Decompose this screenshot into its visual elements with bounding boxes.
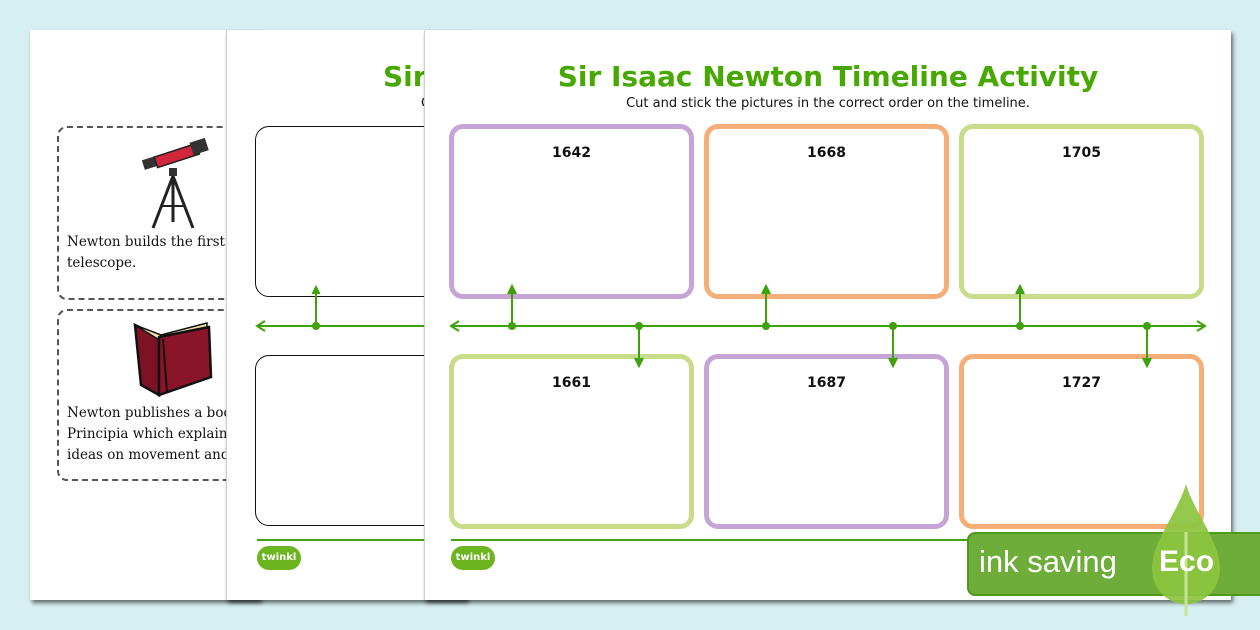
page-title: Sir [383, 60, 427, 93]
footer-line [451, 539, 1211, 541]
year-label: 1661 [552, 375, 591, 391]
timeline-box-1727: 1727 [959, 354, 1204, 529]
color-timeline-page: Sir Isaac Newton Timeline Activity Cut a… [424, 30, 1231, 600]
page-title: Sir Isaac Newton Timeline Activity [557, 60, 1099, 93]
eco-label: Eco [1159, 545, 1215, 578]
footer-line [257, 539, 467, 541]
year-label: 1727 [1062, 375, 1101, 391]
timeline-box-1687: 1687 [704, 354, 949, 529]
cutout-page: Newton builds the first telescope. Newto… [30, 30, 289, 600]
card-description: telescope. [67, 255, 137, 271]
timeline-box-1661: 1661 [449, 354, 694, 529]
leaf-icon [1152, 484, 1220, 616]
timeline-axis [449, 283, 1207, 369]
timeline-box-1705: 1705 [959, 124, 1204, 299]
year-label: 1687 [807, 375, 846, 391]
twinkl-logo: twinkl [451, 546, 495, 570]
year-label: 1642 [552, 145, 591, 161]
card-description: Newton publishes a boo [67, 405, 232, 421]
book-icon [133, 322, 213, 397]
ink-saving-text: ink saving [979, 544, 1117, 579]
year-label: 1705 [1062, 145, 1101, 161]
card-description: Newton builds the first [67, 234, 225, 250]
page-subtitle: Cut and stick the pictures in the correc… [626, 96, 1030, 111]
cutout-card-book: Newton publishes a boo Principia which e… [57, 309, 289, 481]
telescope-icon [141, 137, 209, 229]
year-label: 1668 [807, 145, 846, 161]
twinkl-logo: twinkl [257, 546, 301, 570]
cutout-card-telescope: Newton builds the first telescope. [57, 126, 289, 300]
card-description: ideas on movement and [67, 447, 230, 463]
card-description: Principia which explain [67, 426, 228, 442]
timeline-box-1668: 1668 [704, 124, 949, 299]
timeline-box-1642: 1642 [449, 124, 694, 299]
